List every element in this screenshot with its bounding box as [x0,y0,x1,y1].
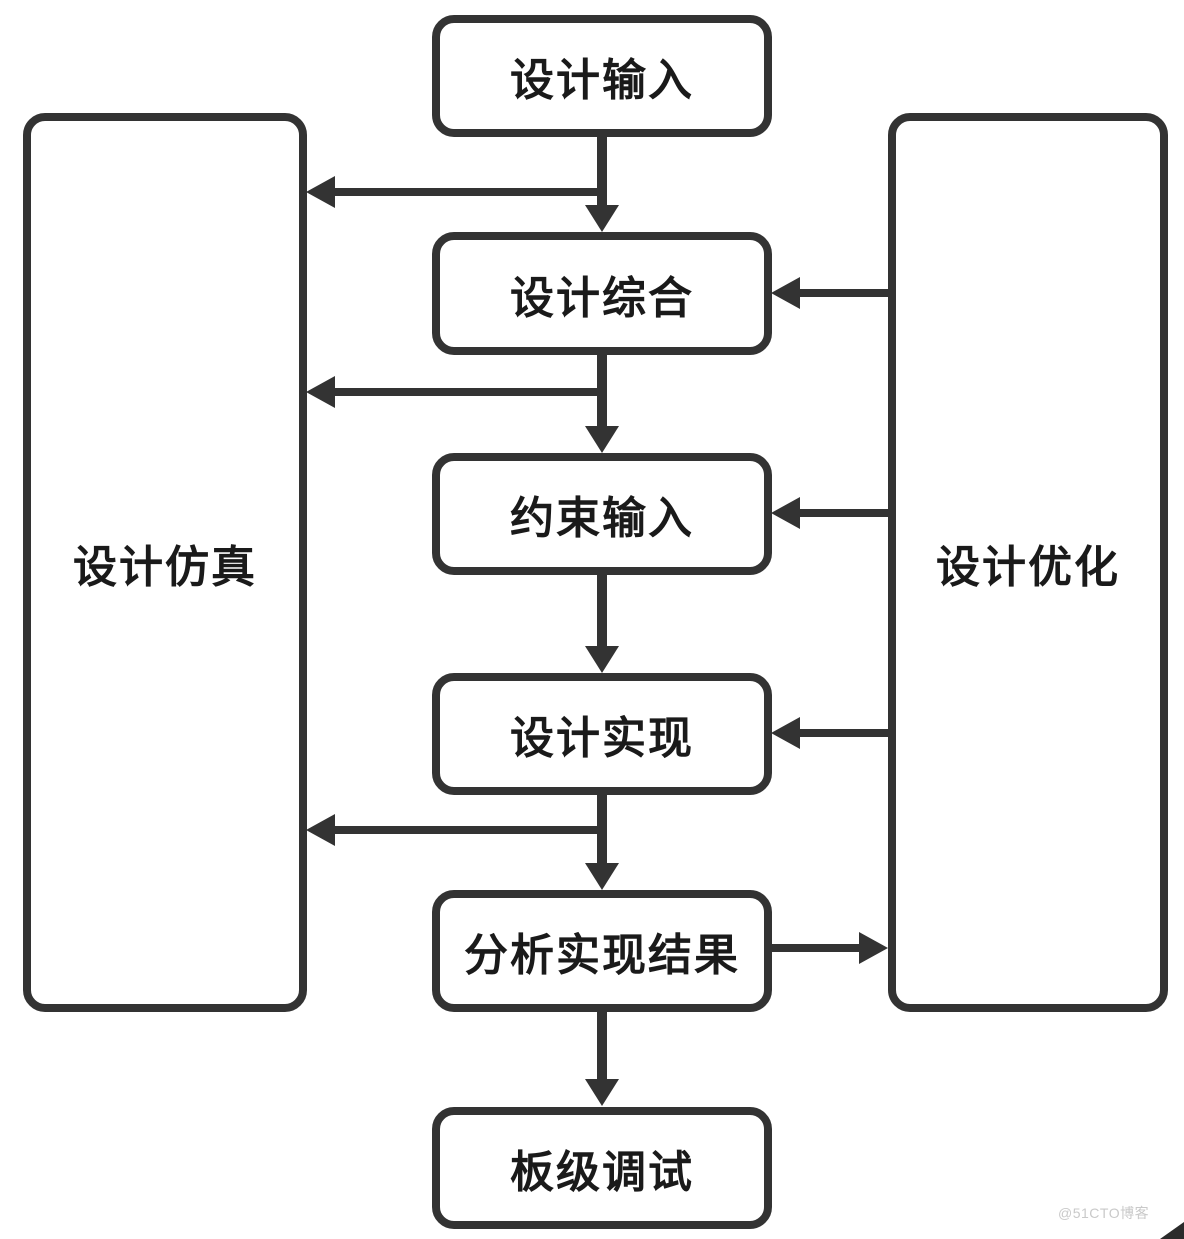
node-design-optimization-label: 设计优化 [936,542,1120,592]
watermark-corner-triangle-icon [1160,1222,1184,1239]
node-design-synthesis-label: 设计综合 [510,273,694,323]
connector-optimization-to-implementation-line [799,729,888,737]
node-design-synthesis: 设计综合 [432,232,772,355]
connector-optimization-to-synthesis-line [799,289,888,297]
connector-optimization-to-synthesis-arrowhead-icon [771,277,800,309]
node-design-implementation-label: 设计实现 [510,714,694,763]
connector-optimization-to-constraint-arrowhead-icon [771,497,800,529]
connector-synthesis-to-constraint-arrowhead-icon [585,426,619,453]
node-board-debug-label: 板级调试 [510,1148,694,1197]
node-design-simulation: 设计仿真 [23,113,307,1012]
connector-optimization-to-constraint-line [799,509,888,517]
connector-input-to-synthesis-line [597,136,607,207]
connector-implementation-to-analyze-arrowhead-icon [585,863,619,890]
connector-synthesis-to-simulation-arrowhead-icon [306,376,335,408]
connector-analyze-to-optimization-line [772,944,860,952]
connector-input-to-simulation-arrowhead-icon [306,176,335,208]
node-analyze-results-label: 分析实现结果 [464,931,740,980]
node-board-debug: 板级调试 [432,1107,772,1229]
connector-implementation-to-simulation-arrowhead-icon [306,814,335,846]
connector-analyze-to-debug-line [597,1011,607,1081]
connector-constraint-to-implementation-arrowhead-icon [585,646,619,673]
node-design-input-label: 设计输入 [510,56,694,105]
node-constraint-input: 约束输入 [432,453,772,575]
connector-constraint-to-implementation-line [597,574,607,647]
connector-analyze-to-optimization-arrowhead-icon [859,932,888,964]
connector-input-to-simulation-line [334,188,607,196]
node-design-input: 设计输入 [432,15,772,137]
watermark-text: @51CTO博客 [1058,1205,1150,1221]
connector-implementation-to-simulation-line [334,826,607,834]
node-constraint-input-label: 约束输入 [510,494,694,543]
connector-input-to-synthesis-arrowhead-icon [585,205,619,232]
node-analyze-results: 分析实现结果 [432,890,772,1012]
node-design-implementation: 设计实现 [432,673,772,795]
connector-synthesis-to-simulation-line [334,388,607,396]
node-design-simulation-label: 设计仿真 [73,542,257,592]
node-design-optimization: 设计优化 [888,113,1168,1012]
connector-optimization-to-implementation-arrowhead-icon [771,717,800,749]
connector-analyze-to-debug-arrowhead-icon [585,1079,619,1106]
